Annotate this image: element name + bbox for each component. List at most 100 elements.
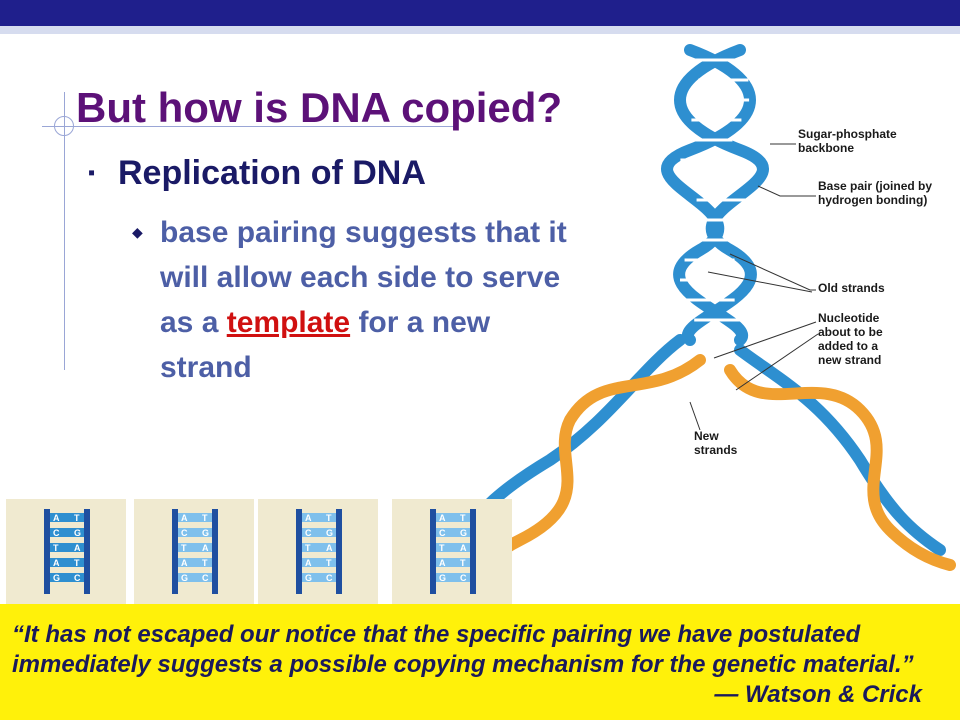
panel-base-left: G bbox=[53, 573, 60, 583]
panel-base-pair bbox=[436, 543, 470, 552]
panel-base-right: T bbox=[460, 513, 466, 523]
panel-base-right: C bbox=[202, 573, 209, 583]
panel-base-left: C bbox=[305, 528, 312, 538]
header-underline bbox=[0, 26, 960, 34]
panel-base-pair bbox=[178, 543, 212, 552]
panel-base-pair bbox=[436, 573, 470, 582]
panel-base-left: G bbox=[181, 573, 188, 583]
template-link[interactable]: template bbox=[226, 306, 351, 339]
panel-base-pair bbox=[436, 513, 470, 522]
panel-base-pair bbox=[302, 528, 336, 537]
panel-base-right: C bbox=[326, 573, 333, 583]
panel-base-right: T bbox=[460, 558, 466, 568]
panel-base-right: A bbox=[202, 543, 209, 553]
panel-base-pair bbox=[178, 558, 212, 567]
panel-base-right: G bbox=[202, 528, 209, 538]
panel-base-left: A bbox=[439, 558, 446, 568]
panel-base-left: T bbox=[439, 543, 445, 553]
panel-base-left: A bbox=[181, 513, 188, 523]
panel-base-left: A bbox=[53, 558, 60, 568]
panel-base-right: C bbox=[74, 573, 81, 583]
panel-backbone bbox=[296, 509, 302, 594]
square-bullet-icon: ▪ bbox=[88, 162, 96, 184]
panel-backbone bbox=[430, 509, 436, 594]
panel-backbone bbox=[172, 509, 178, 594]
panel-base-pair bbox=[50, 543, 84, 552]
panel-base-pair bbox=[302, 573, 336, 582]
panel-backbone bbox=[470, 509, 476, 594]
panel-base-right: C bbox=[460, 573, 467, 583]
header-bar bbox=[0, 0, 960, 26]
panel-backbone bbox=[212, 509, 218, 594]
panel-base-right: T bbox=[326, 513, 332, 523]
panel-base-pair bbox=[50, 513, 84, 522]
panel-base-left: T bbox=[305, 543, 311, 553]
watson-crick-quote: “It has not escaped our notice that the … bbox=[12, 621, 914, 678]
new-strand-right bbox=[724, 364, 956, 571]
panel-base-left: T bbox=[53, 543, 59, 553]
panel-base-pair bbox=[50, 558, 84, 567]
label-old-strands: Old strands bbox=[818, 281, 885, 295]
quote-attribution: — Watson & Crick bbox=[714, 681, 922, 708]
sub-bullet-after: for a new strand bbox=[160, 306, 491, 384]
panel-base-left: A bbox=[53, 513, 60, 523]
panel-base-right: T bbox=[202, 513, 208, 523]
panel-base-pair bbox=[50, 528, 84, 537]
panel-base-pair bbox=[178, 513, 212, 522]
panel-base-left: A bbox=[439, 513, 446, 523]
panel-base-right: A bbox=[74, 543, 81, 553]
panel-base-right: T bbox=[202, 558, 208, 568]
panel-base-left: C bbox=[53, 528, 60, 538]
panel-base-right: A bbox=[326, 543, 333, 553]
panel-base-left: C bbox=[439, 528, 446, 538]
panel-base-pair bbox=[436, 528, 470, 537]
diagram-callout-lines bbox=[689, 143, 819, 431]
panel-base-pair bbox=[50, 573, 84, 582]
panel-base-left: G bbox=[439, 573, 446, 583]
panel-base-right: A bbox=[460, 543, 467, 553]
diamond-bullet-icon: ◆ bbox=[132, 224, 143, 240]
decorative-crosshair-circle bbox=[54, 116, 74, 136]
panel-base-left: G bbox=[305, 573, 312, 583]
label-new-strands-line2: strands bbox=[694, 443, 738, 457]
decorative-horizontal-line bbox=[42, 126, 454, 127]
quote-box bbox=[0, 604, 960, 720]
label-nucleotide-line2: about to be bbox=[818, 325, 883, 339]
slide-title: But how is DNA copied? bbox=[76, 84, 563, 131]
panel-base-pair bbox=[436, 558, 470, 567]
panel-base-left: A bbox=[305, 558, 312, 568]
panel-base-left: A bbox=[305, 513, 312, 523]
old-strand-right bbox=[734, 344, 946, 556]
label-new-strands-line1: New bbox=[694, 429, 719, 443]
panel-base-left: A bbox=[181, 558, 188, 568]
panel-backbone bbox=[44, 509, 50, 594]
panel-base-pair bbox=[302, 543, 336, 552]
label-base-pair-line1: Base pair (joined by bbox=[818, 179, 932, 193]
sub-bullet-before: base pairing suggests that it will allow… bbox=[160, 216, 567, 339]
dna-replication-diagram: Sugar-phosphate backbone Base pair (join… bbox=[454, 44, 956, 591]
label-nucleotide-line4: new strand bbox=[818, 353, 881, 367]
decorative-vertical-line bbox=[64, 92, 65, 370]
sub-bullet-text: base pairing suggests that it will allow… bbox=[160, 210, 570, 390]
panel-base-right: T bbox=[326, 558, 332, 568]
panel-backbone bbox=[336, 509, 342, 594]
panel-base-right: G bbox=[460, 528, 467, 538]
panel-base-left: T bbox=[181, 543, 187, 553]
panel-base-pair bbox=[302, 513, 336, 522]
label-sugar-phosphate-line1: Sugar-phosphate bbox=[798, 127, 897, 141]
panel-base-right: G bbox=[326, 528, 333, 538]
label-base-pair-line2: hydrogen bonding) bbox=[818, 193, 927, 207]
panel-base-left: C bbox=[181, 528, 188, 538]
label-nucleotide-line3: added to a bbox=[818, 339, 878, 353]
panel-base-right: G bbox=[74, 528, 81, 538]
panel-base-right: T bbox=[74, 558, 80, 568]
panel-base-pair bbox=[302, 558, 336, 567]
label-sugar-phosphate-line2: backbone bbox=[798, 141, 854, 155]
